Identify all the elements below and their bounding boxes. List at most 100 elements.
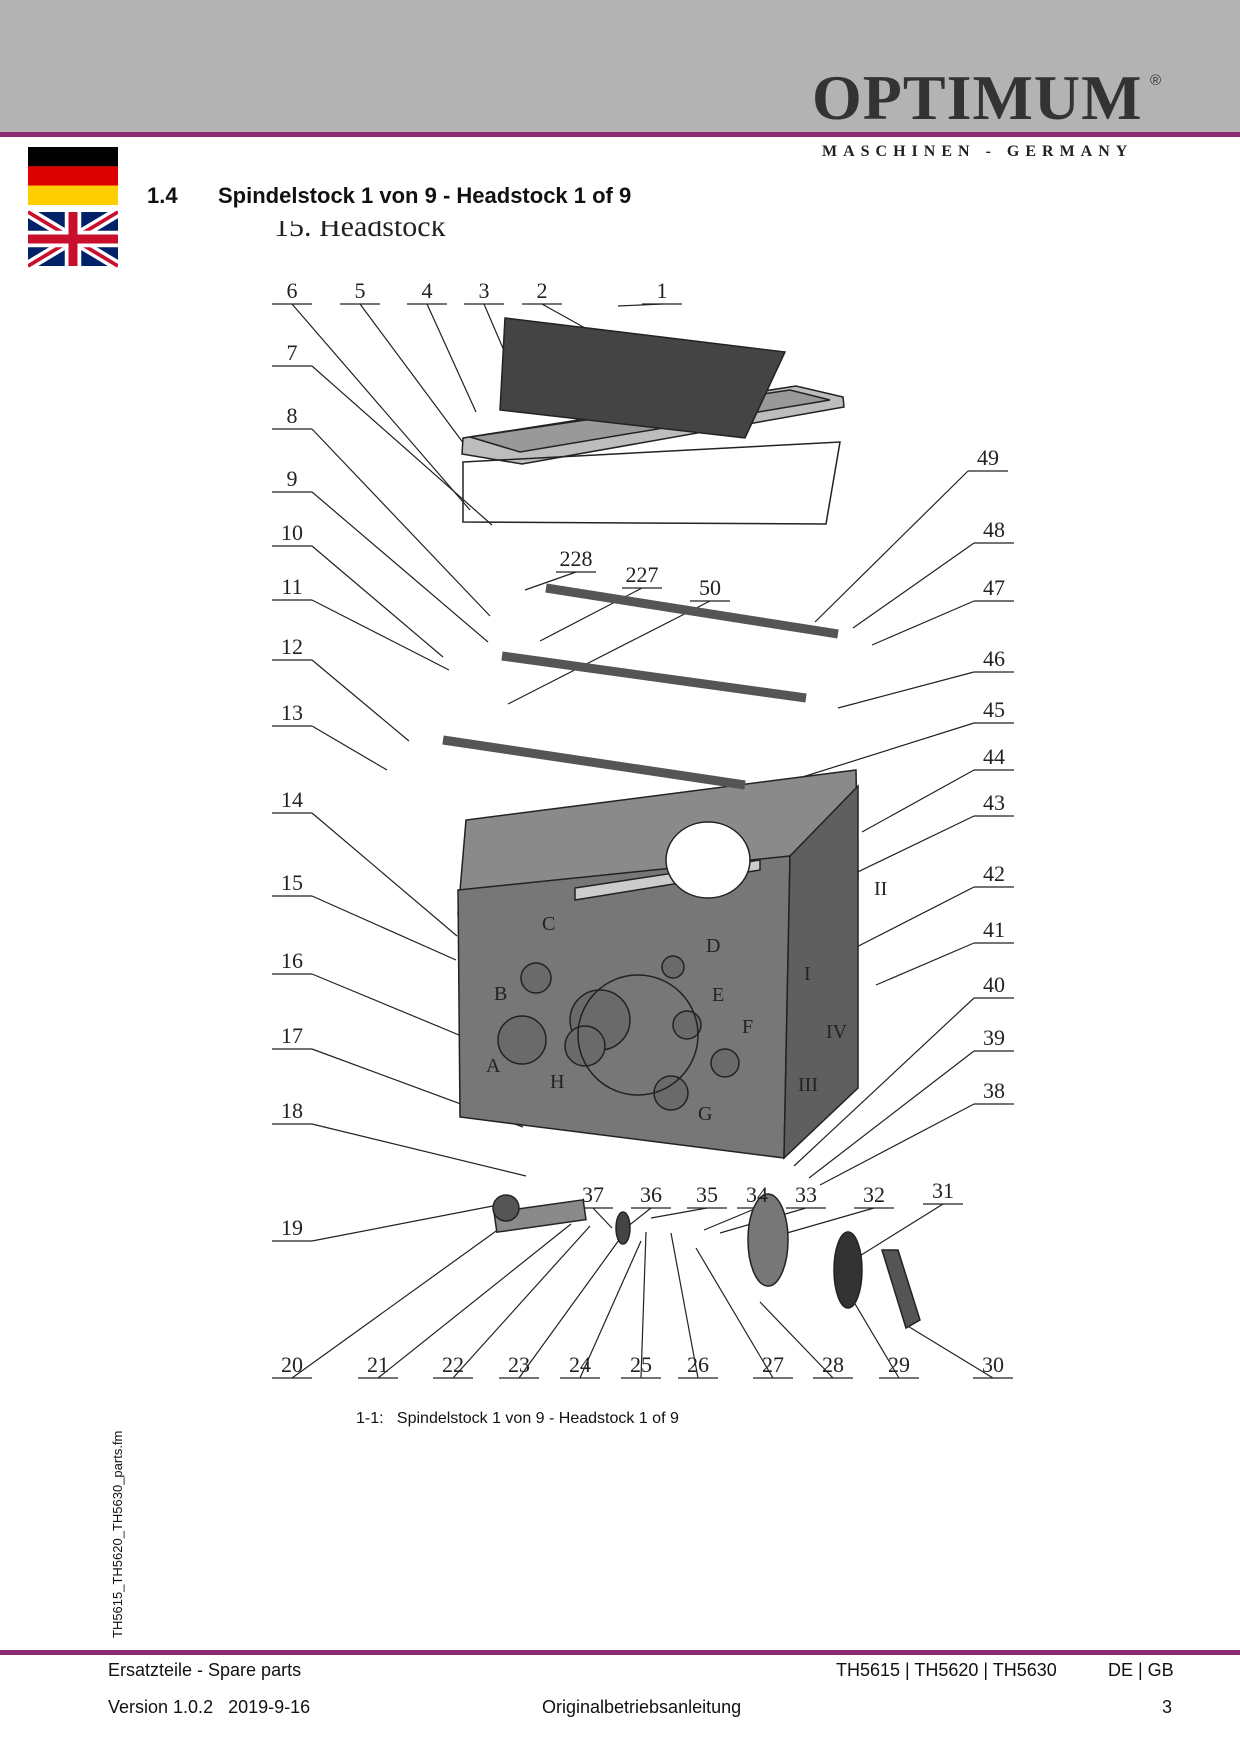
bore-a (497, 1015, 547, 1065)
bore-label-h: H (550, 1071, 564, 1093)
bore-f (710, 1048, 740, 1078)
part-number-36: 36 (640, 1182, 662, 1207)
leader-line-30 (905, 1324, 994, 1379)
part-number-40: 40 (983, 972, 1005, 997)
leader-line-18 (311, 1123, 527, 1177)
leader-line-13 (311, 725, 388, 771)
bore-label-c: C (542, 913, 555, 935)
part-number-15: 15 (281, 870, 303, 895)
part-number-22: 22 (442, 1352, 464, 1377)
shift-rod-upper (545, 583, 839, 639)
part-number-21: 21 (367, 1352, 389, 1377)
part-number-16: 16 (281, 948, 303, 973)
part-number-48: 48 (983, 517, 1005, 542)
part-number-18: 18 (281, 1098, 303, 1123)
leader-line-32 (779, 1207, 875, 1236)
footer-language: DE | GB (1108, 1660, 1174, 1680)
bore-d (661, 955, 685, 979)
side-filename: TH5615_TH5620_TH5630_parts.fm (110, 1430, 125, 1638)
leader-line-38 (819, 1103, 975, 1186)
bore-label-b: B (494, 983, 507, 1005)
leader-line-2 (541, 303, 586, 329)
part-number-6: 6 (287, 278, 298, 303)
footer-version: Version 1.0.2 2019-9-16 (108, 1697, 311, 1717)
part-number-13: 13 (281, 700, 303, 725)
part-number-44: 44 (983, 744, 1005, 769)
leader-line-44 (861, 769, 975, 833)
part-number-5: 5 (355, 278, 366, 303)
leader-line-11 (311, 599, 450, 671)
part-number-7: 7 (287, 340, 298, 365)
part-number-45: 45 (983, 697, 1005, 722)
leader-line-23 (518, 1239, 620, 1379)
leader-line-49 (814, 470, 969, 623)
part-number-228: 228 (560, 546, 593, 571)
part-number-23: 23 (508, 1352, 530, 1377)
part-number-41: 41 (983, 917, 1005, 942)
position-label-iii: III (798, 1074, 818, 1096)
leader-line-22 (452, 1225, 591, 1379)
part-number-35: 35 (696, 1182, 718, 1207)
part-number-50: 50 (699, 575, 721, 600)
leader-line-41 (875, 942, 975, 986)
part-number-33: 33 (795, 1182, 817, 1207)
bore-g (653, 1075, 689, 1111)
footer-document: Originalbetriebsanleitung (542, 1697, 742, 1717)
footer-accent-rule (0, 1650, 1240, 1655)
part-number-30: 30 (982, 1352, 1004, 1377)
leader-line-10 (311, 545, 444, 658)
bore-e (672, 1010, 702, 1040)
leader-line-7 (311, 365, 493, 526)
leader-line-29 (847, 1291, 900, 1379)
drive-shaft (493, 1198, 587, 1234)
part-number-32: 32 (863, 1182, 885, 1207)
part-number-34: 34 (746, 1182, 768, 1207)
cover-sheet (499, 317, 787, 439)
leader-line-37 (592, 1207, 613, 1229)
bore-label-f: F (742, 1016, 753, 1038)
part-number-8: 8 (287, 403, 298, 428)
lever-handle (880, 1249, 921, 1330)
part-number-27: 27 (762, 1352, 784, 1377)
leader-line-46 (837, 671, 975, 709)
figure-caption-number: 1-1: (356, 1410, 384, 1427)
part-number-4: 4 (422, 278, 433, 303)
leader-line-9 (311, 491, 489, 643)
footer-page-number: 3 (1162, 1697, 1173, 1717)
section-title: Spindelstock 1 von 9 - Headstock 1 of 9 (218, 183, 632, 208)
part-number-17: 17 (281, 1023, 303, 1048)
leader-line-5 (359, 303, 471, 453)
footer-section: Ersatzteile - Spare parts (108, 1660, 302, 1680)
cover-gasket (462, 441, 841, 525)
section-number: 1.4 (147, 183, 178, 208)
leader-line-24 (579, 1240, 642, 1379)
leader-line-48 (852, 542, 975, 629)
part-number-26: 26 (687, 1352, 709, 1377)
part-number-1: 1 (657, 278, 668, 303)
leader-line-27 (695, 1247, 774, 1379)
shaft-gear (492, 1194, 520, 1222)
bore-label-a: A (486, 1055, 501, 1077)
bore-label-d: D (706, 935, 720, 957)
uk-flag-icon (28, 210, 118, 268)
part-number-31: 31 (932, 1178, 954, 1203)
figure-caption-text: Spindelstock 1 von 9 - Headstock 1 of 9 (396, 1410, 679, 1427)
position-label-iv: IV (826, 1021, 848, 1043)
part-number-37: 37 (582, 1182, 604, 1207)
position-label-ii: II (874, 878, 887, 900)
part-number-47: 47 (983, 575, 1005, 600)
leader-line-34 (703, 1207, 758, 1231)
leader-line-4 (426, 303, 477, 413)
part-number-28: 28 (822, 1352, 844, 1377)
leader-line-26 (670, 1232, 699, 1379)
part-number-24: 24 (569, 1352, 591, 1377)
leader-line-19 (311, 1204, 499, 1242)
part-number-10: 10 (281, 520, 303, 545)
leader-line-39 (808, 1050, 975, 1179)
part-number-49: 49 (977, 445, 999, 470)
headstock-side-face (783, 784, 859, 1160)
position-label-i: I (804, 963, 811, 985)
shaft-washer (615, 1211, 631, 1245)
leader-line-45 (792, 722, 975, 781)
